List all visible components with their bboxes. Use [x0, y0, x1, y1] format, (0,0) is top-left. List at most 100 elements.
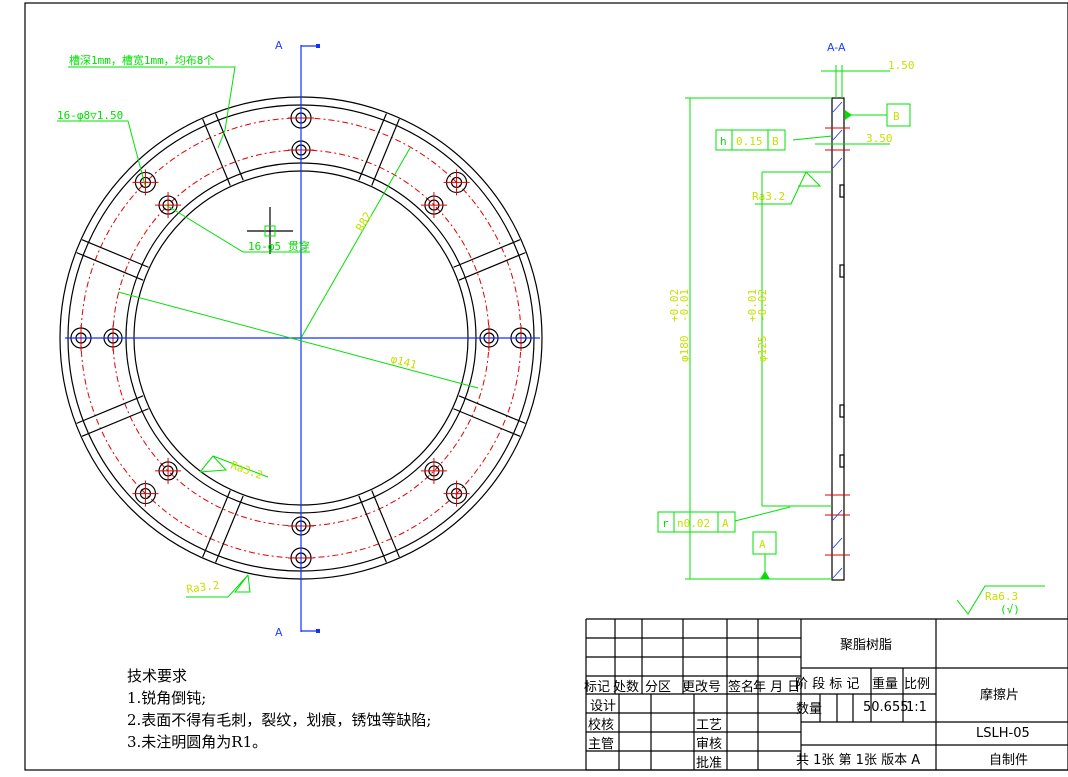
flatness-leader	[792, 135, 833, 141]
section-groove	[839, 454, 845, 468]
through-hole-leader	[165, 204, 310, 253]
scale-label: 比例	[904, 677, 930, 692]
tech-req-item: 2.表面不得有毛刺，裂纹，划痕，锈蚀等缺陷;	[127, 711, 431, 729]
groove-edge	[81, 408, 149, 437]
section-hatch	[832, 157, 843, 169]
header-date: 年 月 日	[753, 680, 800, 695]
part-name: 摩擦片	[980, 687, 1019, 703]
roughness-symbol-icon	[186, 574, 251, 598]
drawing-frame	[24, 2, 1068, 771]
weight-label: 重量	[872, 676, 898, 692]
groove-edge	[358, 495, 387, 563]
section-hatch	[832, 101, 843, 113]
section-groove	[839, 404, 845, 418]
section-mark-bottom: A	[275, 626, 283, 639]
header-count: 处数	[613, 680, 639, 695]
groove-edge	[453, 408, 521, 437]
groove-edge	[371, 490, 400, 558]
title-block: 标记 处数 分区 更改号 签名 年 月 日 设计 校核 主管 工艺 审核 批准 …	[584, 618, 1068, 771]
diameter-dim: φ141	[389, 352, 418, 371]
arrow-head-icon	[316, 44, 320, 48]
counterbore-leader	[57, 120, 146, 186]
material: 聚脂树脂	[840, 638, 892, 653]
flatness-datum: B	[772, 135, 779, 148]
radius-dim-line	[300, 147, 411, 339]
dim-thickness: 1.50	[888, 59, 915, 72]
outer-dia-lower: -0.01	[678, 289, 691, 322]
datum-a: A	[759, 538, 766, 551]
groove-edge	[215, 113, 244, 181]
datum-b-box	[886, 103, 911, 127]
datum-triangle-icon	[760, 571, 770, 579]
parallel-datum: A	[722, 517, 729, 530]
groove-edge	[202, 118, 231, 186]
sheet-info: 共 1张 第 1张 版本 A	[796, 753, 920, 768]
groove-edge	[358, 113, 387, 181]
general-roughness-icon	[956, 585, 1045, 615]
header-change-no: 更改号	[682, 680, 721, 695]
through-hole-note: 16-φ5 贯穿	[248, 239, 310, 253]
roughness-symbol-icon	[199, 455, 228, 473]
tech-req-item: 3.未注明圆角为R1。	[127, 733, 267, 751]
flatness-frame	[715, 129, 786, 151]
groove-edge	[458, 395, 526, 424]
section-mark-top: A	[275, 39, 283, 52]
parallel-symbol: r	[662, 517, 669, 530]
row-approve: 批准	[696, 756, 722, 771]
diameter-dim-line	[117, 291, 479, 389]
groove-edge	[76, 252, 144, 281]
groove-note: 槽深1mm，槽宽1mm，均布8个	[69, 53, 214, 67]
outer-dia-nominal: φ180	[678, 336, 691, 363]
source: 自制件	[989, 753, 1028, 768]
section-body	[831, 97, 845, 581]
section-hatch	[832, 509, 843, 521]
roughness-symbol-icon	[798, 171, 822, 187]
front-view: A A R82 φ141 槽深1mm，槽宽1mm，均布8个 16-φ8▽1.50…	[57, 39, 543, 639]
scale-value: 1:1	[906, 700, 927, 715]
radius-dim: R82	[353, 210, 374, 234]
roughness-label-2: Ra3.2	[186, 578, 221, 595]
flatness-symbol: h	[720, 135, 727, 148]
datum-triangle-icon	[845, 110, 852, 120]
qty-label: 数量	[796, 702, 822, 717]
parallel-value: n0.02	[677, 517, 710, 530]
tech-req-item: 1.锐角倒钝;	[127, 689, 206, 707]
groove-edge	[202, 490, 231, 558]
dim-groove: 3.50	[866, 132, 893, 145]
datum-b: B	[893, 110, 900, 123]
section-roughness: Ra3.2	[752, 190, 785, 203]
groove-edge	[458, 252, 526, 281]
counterbore-note: 16-φ8▽1.50	[57, 109, 123, 122]
general-roughness: Ra6.3	[985, 590, 1018, 603]
row-process: 工艺	[696, 718, 722, 733]
section-hatch	[832, 537, 843, 549]
section-view: A-A 1.50 3.50 B h 0.15 B Ra3.2 φ180 +0.0…	[657, 41, 915, 581]
roughness-leader	[755, 171, 807, 205]
outer-dia-upper: +0.02	[668, 289, 681, 322]
parallelism-frame	[657, 511, 736, 533]
groove-edge	[453, 239, 521, 268]
roughness-leader	[212, 455, 269, 478]
cursor-box	[264, 225, 276, 237]
groove-edge	[371, 118, 400, 186]
section-hatch	[832, 567, 843, 579]
stage-label: 阶 段 标 记	[795, 677, 859, 692]
inner-dia-upper: +0.01	[746, 289, 759, 322]
header-mark: 标记	[584, 680, 610, 695]
groove-edge	[76, 395, 144, 424]
general-roughness-other: (√)	[1000, 603, 1020, 616]
section-view-title: A-A	[827, 41, 846, 54]
roughness-label-1: Ra3.2	[229, 459, 265, 483]
section-groove	[839, 184, 845, 198]
groove-leader	[68, 66, 236, 149]
row-design: 设计	[590, 699, 616, 714]
header-signature: 签名	[728, 679, 754, 695]
header-zone: 分区	[645, 680, 671, 695]
arrow-head-icon	[316, 629, 320, 633]
row-supervisor: 主管	[588, 737, 614, 752]
groove-edge	[81, 239, 149, 268]
flatness-value: 0.15	[736, 135, 763, 148]
row-check: 校核	[588, 717, 614, 733]
inner-dia-lower: -0.02	[756, 289, 769, 322]
